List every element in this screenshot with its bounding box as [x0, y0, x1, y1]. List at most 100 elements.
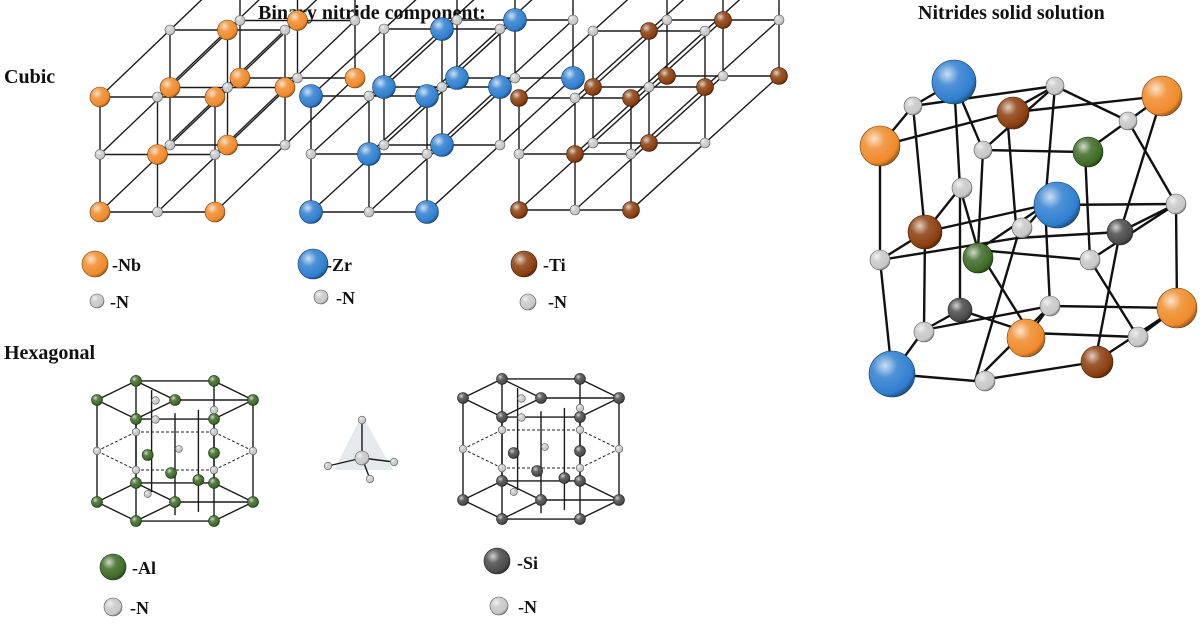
bond-line: [974, 360, 1096, 383]
n-atom: [365, 474, 375, 484]
n-atom: [494, 23, 506, 35]
bond-line: [462, 378, 503, 399]
dashed-bond-line: [462, 448, 503, 469]
nb-atom: [147, 144, 168, 165]
si-atom: [483, 547, 511, 575]
nb-atom: [229, 67, 251, 89]
zr-atom: [868, 350, 916, 398]
nb-atom: [287, 10, 308, 31]
n-atom: [1127, 326, 1149, 348]
n-atom: [292, 72, 303, 84]
si-atom: [947, 297, 973, 323]
zr-atom: [297, 248, 329, 280]
si-atom: [613, 392, 625, 404]
zr-cubic-structure: [299, 0, 585, 224]
dashed-bond-line: [213, 431, 254, 452]
si-atom: [613, 494, 625, 506]
ti-atom: [696, 78, 714, 96]
ti-atom: [770, 67, 788, 85]
bond-line: [912, 84, 1056, 108]
al-atom: [247, 394, 259, 406]
si-atom: [496, 513, 508, 525]
n-atom: [305, 148, 317, 160]
dashed-bond-line: [579, 448, 620, 469]
ti-atom: [510, 89, 528, 107]
bond-line: [135, 399, 176, 420]
bond-line: [579, 499, 620, 520]
si-atom: [535, 392, 547, 404]
bond-line: [462, 480, 503, 501]
n-atom: [248, 446, 258, 456]
n-atom: [234, 15, 246, 26]
bond-line: [924, 203, 1046, 234]
dashed-bond-line: [579, 429, 620, 450]
nb-atom: [1006, 318, 1046, 358]
n-atom: [575, 403, 585, 413]
ti-atom: [1080, 345, 1114, 379]
dashed-bond-line: [213, 450, 254, 471]
nb-atom: [81, 250, 109, 278]
n-atom: [279, 139, 291, 151]
zr-atom: [445, 66, 469, 90]
bond-line: [579, 480, 620, 501]
zr-atom: [299, 200, 323, 224]
bond-line: [879, 236, 1018, 262]
bond-line: [1005, 112, 1019, 239]
n-atom: [569, 92, 581, 104]
dashed-bond-line: [96, 431, 137, 452]
n-atom: [92, 446, 102, 456]
nb-atom: [89, 201, 111, 223]
n-atom: [103, 597, 123, 617]
n-atom: [913, 321, 935, 343]
bond-line: [958, 187, 980, 251]
bond-line: [462, 499, 503, 520]
n-atom: [131, 427, 141, 437]
zr-atom: [503, 8, 527, 32]
bond-line: [96, 380, 137, 401]
n-atom: [699, 137, 711, 149]
cubic-section-label: Cubic: [4, 66, 56, 88]
bond-line: [213, 399, 254, 420]
n-atom: [209, 405, 219, 415]
n-atom: [143, 490, 152, 498]
n-atom: [1039, 295, 1061, 317]
al-atom: [208, 413, 220, 425]
tetrahedron-face: [334, 415, 393, 470]
n-atom: [643, 81, 655, 93]
bond-line: [1093, 231, 1122, 363]
n-atom: [951, 177, 973, 199]
n-atom: [494, 139, 506, 151]
n-atom: [587, 25, 599, 37]
bond-line: [1049, 304, 1178, 310]
si-atom: [574, 513, 586, 525]
n-atom: [567, 14, 579, 26]
n-atom: [509, 72, 521, 84]
n-atom: [717, 70, 729, 82]
bond-line: [911, 105, 927, 233]
n-atom: [773, 14, 785, 26]
n-atom: [89, 293, 105, 309]
si-atom: [558, 472, 571, 484]
nb-atom: [274, 77, 296, 98]
legend-zr-n-label: -N: [336, 288, 355, 308]
nb-atom: [217, 19, 238, 41]
si-atom: [457, 392, 469, 404]
n-atom: [151, 415, 160, 424]
si-atom: [574, 373, 586, 385]
legend-al-n-label: -N: [130, 598, 149, 618]
al-atom: [1072, 136, 1104, 168]
bond-line: [579, 378, 620, 399]
si-atom: [496, 411, 508, 423]
ti-atom: [584, 78, 602, 96]
zr-atom: [415, 200, 439, 224]
n-atom: [209, 149, 221, 160]
bond-line: [213, 482, 254, 503]
ti-atom: [714, 11, 732, 29]
ti-atom: [622, 89, 640, 107]
zr-atom: [561, 66, 585, 90]
solid-solution-title: Nitrides solid solution: [918, 2, 1105, 24]
bond-line: [977, 248, 1091, 262]
n-atom: [869, 249, 891, 271]
bond-line: [879, 111, 1008, 148]
n-atom: [1011, 217, 1033, 239]
